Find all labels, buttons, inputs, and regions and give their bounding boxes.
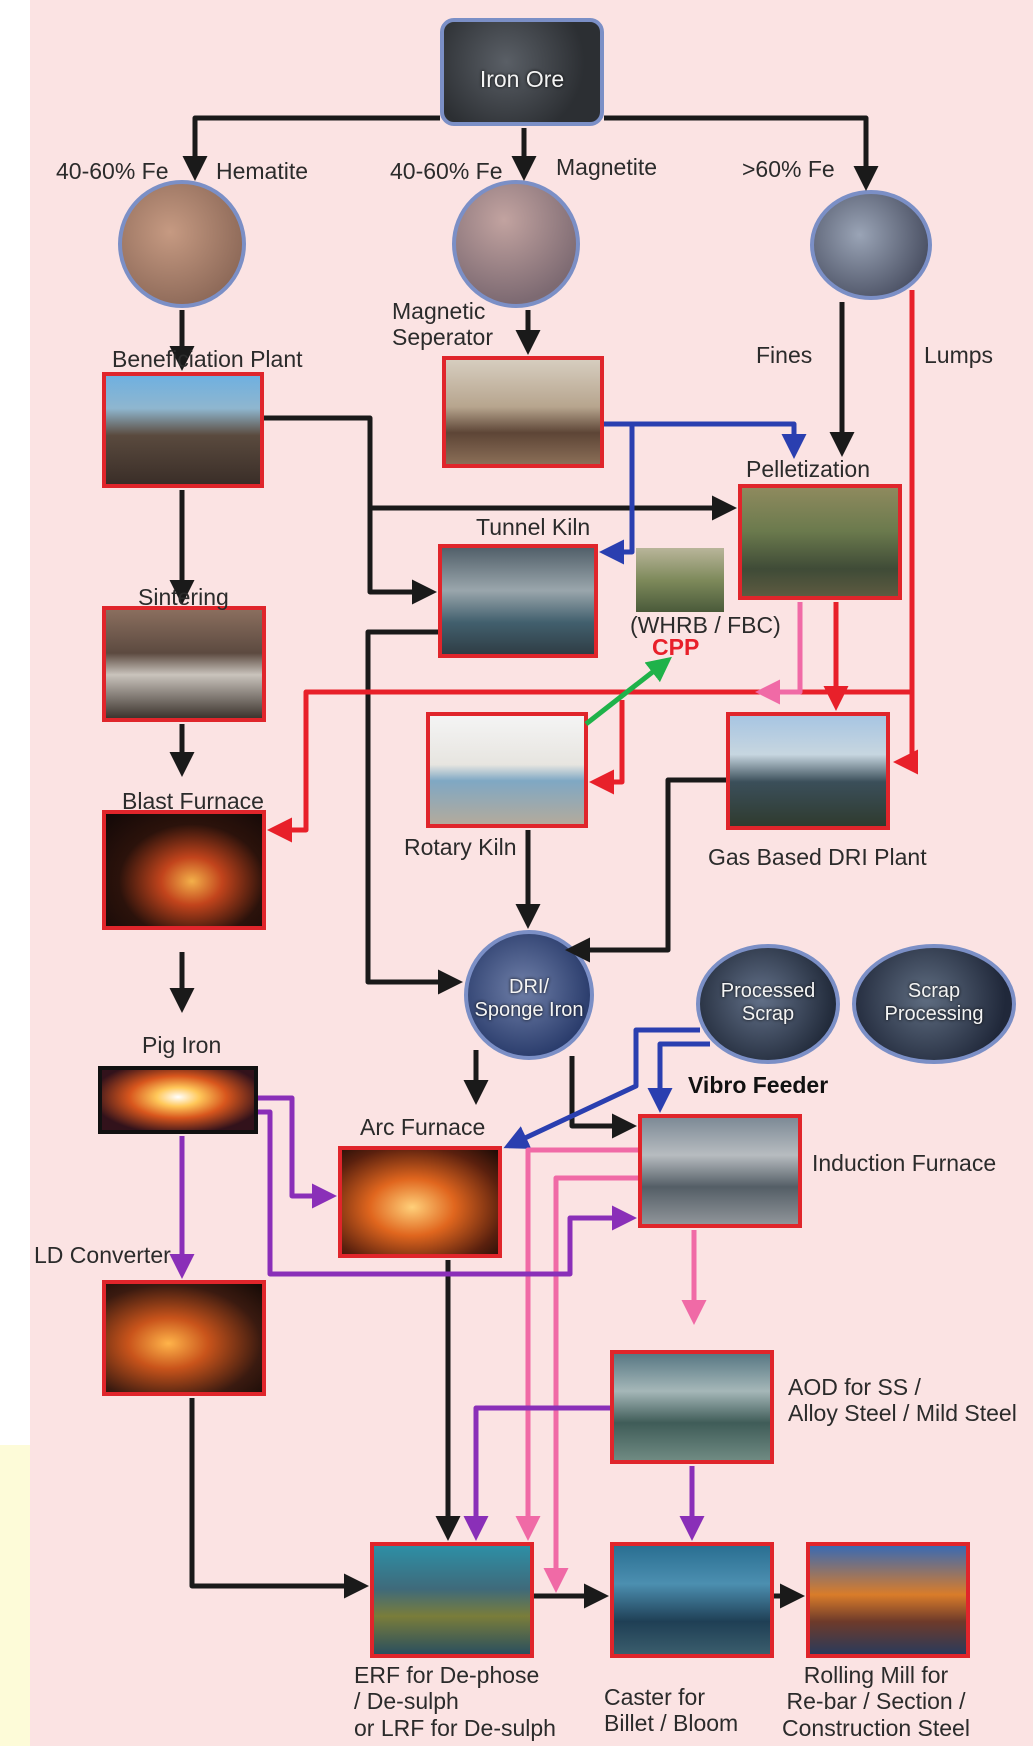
rolling-mill-image	[806, 1542, 970, 1658]
sintering-image	[102, 606, 266, 722]
scrap-processing-image	[852, 944, 1016, 1064]
ld-converter-image	[102, 1280, 266, 1396]
arrow-pellets-to-rotary	[755, 602, 803, 705]
magnetite-ore-image	[452, 180, 580, 308]
aod-image	[610, 1350, 774, 1464]
lumps-label: Lumps	[924, 342, 994, 368]
arrow-lumps-to-blast-furnace	[267, 689, 912, 843]
arrow-induction-to-erf-1	[515, 1147, 638, 1541]
high-grade-label: >60% Fe	[742, 156, 835, 182]
beneficiation-plant-label: Beneficiation Plant	[112, 346, 303, 372]
arrow-separator-to-pelletization	[604, 421, 807, 459]
induction-furnace-label: Induction Furnace	[812, 1150, 997, 1176]
arrow-separator-to-tunnel-kiln	[599, 424, 635, 565]
arrow-beneficiation-to-tunnel-kiln	[367, 508, 437, 605]
caster-label: Caster for Billet / Bloom	[604, 1684, 739, 1737]
hematite-label: Hematite	[216, 158, 309, 184]
pelletization-image	[738, 484, 902, 600]
high-grade-ore-image	[810, 190, 932, 300]
arc-furnace-image	[338, 1146, 502, 1258]
iron-ore-label: Iron Ore	[479, 66, 565, 92]
sintering-label: Sintering	[138, 584, 229, 610]
hematite-grade-label: 40-60% Fe	[56, 158, 169, 184]
arrow-tunnel-kiln-to-dri	[365, 629, 463, 995]
processed-scrap-image	[696, 944, 840, 1064]
fines-label: Fines	[756, 342, 813, 368]
arrow-rotary-kiln-to-cpp	[584, 656, 672, 726]
iron-ore-image	[440, 18, 604, 126]
arrow-scrap-to-induction-furnace	[647, 1041, 710, 1113]
arrow-ld-converter-to-erf	[189, 1398, 369, 1599]
rotary-kiln-image	[426, 712, 588, 828]
arrow-scrap-to-arc-furnace	[503, 1027, 700, 1149]
whrb-fbc-label: (WHRB / FBC)	[630, 612, 781, 638]
whrb-fbc-image	[636, 548, 724, 612]
gas-based-dri-label: Gas Based DRI Plant	[708, 844, 927, 870]
arc-furnace-label: Arc Furnace	[360, 1114, 486, 1140]
arrow-pig-iron-to-arc-furnace	[258, 1095, 337, 1209]
cpp-label: CPP	[652, 634, 700, 660]
arrow-aod-to-erf	[463, 1405, 610, 1541]
arrow-pig-iron-to-induction-furnace	[258, 1109, 637, 1277]
magnetic-separator-label: Magnetic Seperator	[392, 298, 494, 351]
dri-sponge-iron-label: DRI/ Sponge Iron	[474, 976, 584, 1021]
beneficiation-plant-image	[102, 372, 264, 488]
arrow-ore-to-hematite	[182, 115, 440, 181]
arrow-lumps-to-gas-dri	[893, 290, 918, 775]
magnetic-separator-image	[442, 356, 604, 468]
tunnel-kiln-image	[438, 544, 598, 658]
rotary-kiln-label: Rotary Kiln	[404, 834, 517, 860]
ld-converter-label: LD Converter	[34, 1242, 171, 1268]
arrow-beneficiation-to-pelletization	[264, 415, 737, 521]
erf-lrf-image	[370, 1542, 534, 1658]
tunnel-kiln-label: Tunnel Kiln	[476, 514, 591, 540]
pelletization-label: Pelletization	[746, 456, 871, 482]
vibro-feeder-label: Vibro Feeder	[688, 1072, 829, 1098]
pig-iron-label: Pig Iron	[142, 1032, 222, 1058]
pig-iron-image	[98, 1066, 258, 1134]
arrow-ore-to-high-grade	[604, 115, 879, 191]
left-margin-note-area	[0, 1445, 30, 1746]
arrow-gas-dri-to-dri	[565, 777, 726, 963]
aod-label: AOD for SS / Alloy Steel / Mild Steel	[788, 1374, 1017, 1427]
erf-lrf-label: ERF for De-phose / De-sulph or LRF for D…	[354, 1662, 556, 1741]
blast-furnace-label: Blast Furnace	[122, 788, 264, 814]
hematite-ore-image	[118, 180, 246, 308]
magnetite-label: Magnetite	[556, 154, 658, 180]
arrow-induction-to-erf-2	[543, 1175, 638, 1593]
arrow-cpp-to-rotary-kiln	[589, 700, 625, 795]
rolling-mill-label: Rolling Mill for Re-bar / Section / Cons…	[782, 1662, 970, 1741]
gas-based-dri-plant-image	[726, 712, 890, 830]
blast-furnace-image	[102, 810, 266, 930]
arrow-dri-to-induction-furnace	[569, 1056, 637, 1139]
processed-scrap-label: Processed Scrap	[720, 980, 816, 1025]
induction-furnace-image	[638, 1114, 802, 1228]
caster-image	[610, 1542, 774, 1658]
scrap-processing-label: Scrap Processing	[884, 980, 984, 1025]
magnetite-grade-label: 40-60% Fe	[390, 158, 503, 184]
